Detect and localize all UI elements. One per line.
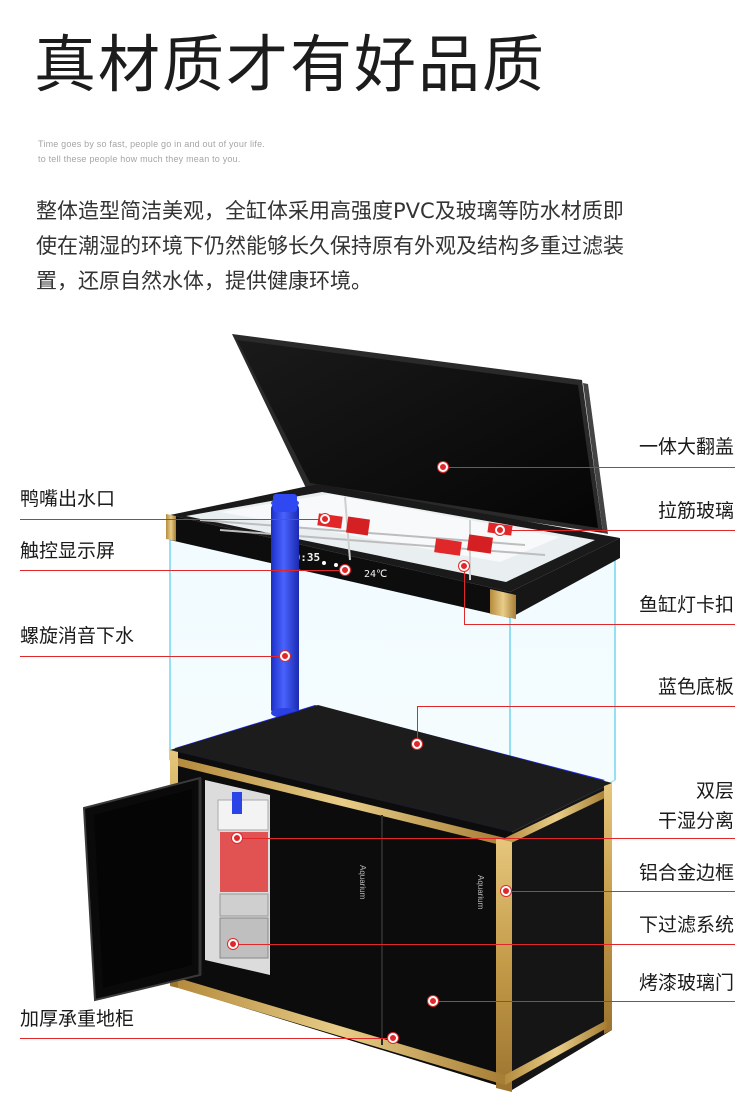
leader-cabinet bbox=[20, 1038, 393, 1039]
label-brace-glass: 拉筋玻璃 bbox=[657, 500, 734, 522]
tagline-line-1: Time goes by so fast, people go in and o… bbox=[38, 139, 265, 149]
label-duckbill-outlet: 鸭嘴出水口 bbox=[20, 488, 116, 510]
description: 整体造型简洁美观，全缸体采用高强度PVC及玻璃等防水材质即 使在潮湿的环境下仍然… bbox=[36, 194, 716, 299]
description-line-3: 置，还原自然水体，提供健康环境。 bbox=[36, 269, 372, 293]
page-title: 真材质才有好品质 bbox=[34, 28, 547, 101]
label-glass-door: 烤漆玻璃门 bbox=[638, 972, 734, 994]
leader-glass-door bbox=[433, 1001, 735, 1002]
label-cabinet: 加厚承重地柜 bbox=[20, 1008, 135, 1030]
lid-group bbox=[232, 334, 608, 534]
leader-duckbill bbox=[20, 519, 325, 520]
dot-duckbill bbox=[320, 514, 330, 524]
display-temp: 24℃ bbox=[364, 569, 387, 580]
label-double-layer-1: 双层 bbox=[695, 780, 734, 802]
dot-sump-filter bbox=[228, 939, 238, 949]
label-aluminum-frame: 铝合金边框 bbox=[638, 862, 734, 884]
leader-spiral-drain bbox=[20, 656, 285, 657]
leader-touch-display bbox=[20, 570, 345, 571]
vline-lamp-clip bbox=[464, 566, 465, 624]
label-spiral-drain: 螺旋消音下水 bbox=[20, 625, 135, 647]
dot-lamp-clip bbox=[459, 561, 469, 571]
dot-glass-door bbox=[428, 996, 438, 1006]
dot-blue-base bbox=[412, 739, 422, 749]
open-door bbox=[82, 776, 202, 1002]
label-touch-display: 触控显示屏 bbox=[20, 540, 116, 562]
dot-cabinet bbox=[388, 1033, 398, 1043]
leader-lamp-clip bbox=[464, 624, 735, 625]
lamp-clips bbox=[317, 513, 513, 556]
leader-lid bbox=[443, 467, 735, 468]
dot-brace-glass bbox=[495, 525, 505, 535]
dot-spiral-drain bbox=[280, 651, 290, 661]
dot-double-layer bbox=[232, 833, 242, 843]
label-sump-filter: 下过滤系统 bbox=[638, 914, 734, 936]
leader-double-layer bbox=[237, 838, 735, 839]
brand-mark-2: Aquarium bbox=[476, 875, 485, 910]
label-double-layer-2: 干湿分离 bbox=[657, 810, 734, 832]
leader-brace-glass bbox=[500, 530, 735, 531]
tagline-line-2: to tell these people how much they mean … bbox=[38, 154, 241, 164]
spiral-drain-pipe bbox=[271, 494, 299, 718]
lid-panel bbox=[237, 340, 598, 528]
label-lamp-clip: 鱼缸灯卡扣 bbox=[638, 594, 734, 616]
dot-touch-display bbox=[340, 565, 350, 575]
aquarium-illustration: 10:35 24℃ Aquarium Aquarium bbox=[82, 334, 620, 1092]
dot-aluminum-frame bbox=[501, 886, 511, 896]
lid-edge bbox=[583, 383, 608, 534]
label-lid: 一体大翻盖 bbox=[638, 436, 734, 458]
description-line-2: 使在潮湿的环境下仍然能够长久保持原有外观及结构多重过滤装 bbox=[36, 234, 624, 258]
vline-blue-base bbox=[417, 706, 418, 744]
label-blue-base: 蓝色底板 bbox=[657, 676, 734, 698]
leader-aluminum-frame bbox=[506, 891, 735, 892]
description-line-1: 整体造型简洁美观，全缸体采用高强度PVC及玻璃等防水材质即 bbox=[36, 199, 624, 223]
brand-mark-1: Aquarium bbox=[358, 865, 367, 900]
leader-sump-filter bbox=[233, 944, 735, 945]
sump-interior bbox=[205, 780, 270, 975]
leader-blue-base bbox=[417, 706, 735, 707]
dot-lid bbox=[438, 462, 448, 472]
